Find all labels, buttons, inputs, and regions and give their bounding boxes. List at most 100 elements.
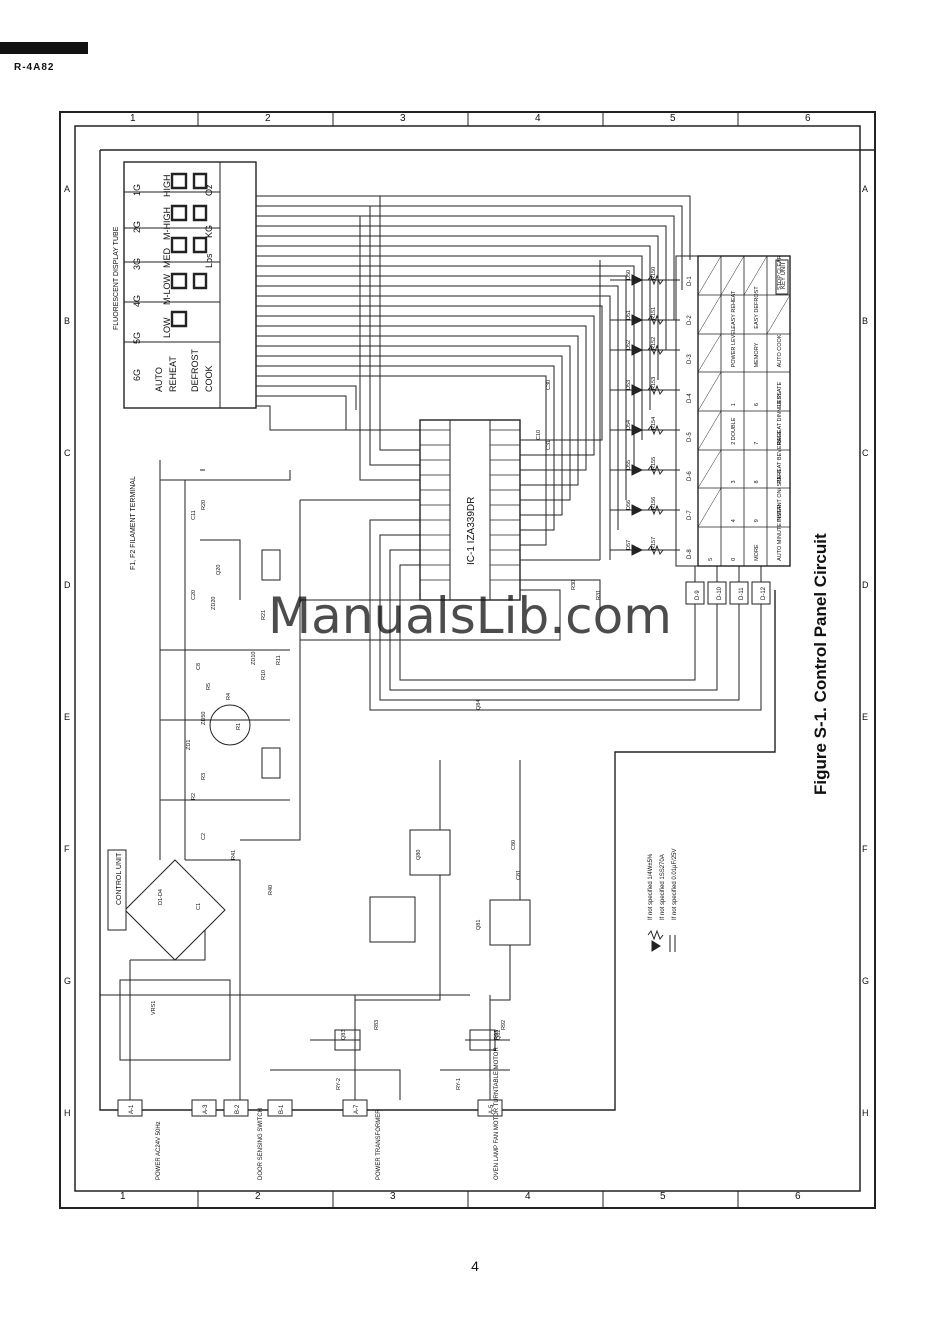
component-ZD50: ZD50 (201, 712, 207, 725)
key-2-3: AUTO COOK (777, 334, 783, 367)
key-4-3: REHEAT DINNER PLATE (777, 382, 783, 445)
return-line-D-11: D-11 (739, 587, 745, 600)
key-4-2: 7 (754, 442, 760, 445)
component-R2: R2 (191, 793, 197, 800)
power-supply (124, 460, 420, 1100)
misc-text: R150R151R152R153R154R155R156R157D50D51D5… (151, 267, 657, 1090)
grid-row-right-H: H (862, 1108, 869, 1118)
ic-1 (419, 419, 521, 601)
drive-line-D-6: D-6 (687, 471, 693, 481)
ic-label: IC-1 IZA339DR (466, 497, 477, 565)
display-segment-4: LOW (162, 317, 172, 338)
component-R150: R150 (651, 267, 657, 280)
component-D50: D50 (626, 270, 632, 280)
grid-col-top-5: 5 (670, 113, 676, 124)
grid-col-top-3: 3 (400, 113, 406, 124)
key-1-2: EASY DEFROST (754, 286, 760, 329)
connector-A-3: A-3 (203, 1104, 209, 1114)
component-D57: D57 (626, 540, 632, 550)
display-segment-6: REHEAT (168, 356, 178, 392)
drive-line-D-4: D-4 (687, 393, 693, 403)
connectors (117, 1099, 503, 1117)
grid-row-right-C: C (862, 448, 869, 458)
display-segment-10: KG (204, 225, 214, 238)
component-Q80: Q80 (416, 850, 422, 860)
component-D1-D4: D1-D4 (158, 889, 164, 905)
key-4-1: 2 DOUBLE (731, 417, 737, 445)
component-R41: R41 (231, 850, 237, 860)
connector-A-1: A-1 (129, 1104, 135, 1114)
key-2-1: POWER LEVEL (731, 328, 737, 367)
grid-row-right-B: B (862, 316, 868, 326)
grid-col-bottom-5: 5 (660, 1191, 666, 1202)
component-C30: C30 (546, 380, 552, 390)
connector-label-0: POWER AC24V 50Hz (156, 1121, 162, 1180)
key-unit-label: KEY UNIT (781, 261, 787, 289)
control-unit-outline (99, 125, 876, 1111)
component-ZD20: ZD20 (211, 597, 217, 610)
grid-row-right-D: D (862, 580, 869, 590)
display-segment-11: Lbs (204, 253, 214, 268)
connector-A-5: A-5 (489, 1104, 495, 1114)
component-D55: D55 (626, 460, 632, 470)
component-ZD1: ZD1 (186, 740, 192, 750)
grid-row-left-E: E (64, 712, 70, 722)
key-7-3: AUTO MINUTE TIMER (777, 505, 783, 561)
key-drive-network (520, 260, 680, 561)
display-segment-7: DEFROST (190, 348, 200, 392)
component-ZD10: ZD10 (251, 652, 257, 665)
component-R11: R11 (276, 655, 282, 665)
component-R30: R30 (571, 580, 577, 590)
header-bar (0, 42, 88, 54)
key-3-2: 6 (754, 403, 760, 406)
key-0-3: STOP CLEAR (777, 255, 783, 290)
component-D51: D51 (626, 310, 632, 320)
drive-line-D-7: D-7 (687, 510, 693, 520)
key-3-3: LESS (777, 392, 783, 406)
relay-drivers (100, 760, 531, 1100)
component-Q82: Q82 (496, 1030, 502, 1040)
component-C10: C10 (536, 430, 542, 440)
legend-1: If not specified 1SS270A (660, 854, 666, 920)
watermark: ManualsLib.com (268, 587, 672, 645)
component-D54: D54 (626, 420, 632, 430)
legend-symbols (647, 929, 676, 952)
component-R155: R155 (651, 457, 657, 470)
legend-2: If not specified 0.01μF/25V (672, 849, 678, 921)
return-line-D-12: D-12 (761, 586, 767, 600)
component-Q81: Q81 (476, 920, 482, 930)
component-C1: C1 (196, 903, 202, 910)
display-grid-4G: 4G (132, 295, 142, 307)
component-R20: R20 (201, 500, 207, 510)
display-segment-3: M-LOW (162, 274, 172, 306)
component-C8: C8 (196, 663, 202, 670)
control-unit-label: CONTROL UNIT (116, 852, 123, 905)
component-RY-2: RY-2 (336, 1078, 342, 1090)
key-3-1: 1 (731, 403, 737, 406)
key-6-3: INSTANT ON/ START (777, 468, 783, 522)
drive-line-D-5: D-5 (687, 432, 693, 442)
component-R153: R153 (651, 377, 657, 390)
display-segment-2: MED (162, 248, 172, 269)
control-unit-label-box (107, 849, 127, 931)
grid-col-bottom-6: 6 (795, 1191, 801, 1202)
display-segment-9: Oz (204, 184, 214, 196)
component-Q84: Q84 (476, 700, 482, 710)
return-lines (300, 519, 762, 711)
component-C11: C11 (191, 510, 197, 520)
legend-text: If not specified 1/4W±5% If not specified… (648, 849, 678, 921)
display-segment-5: AUTO (154, 367, 164, 392)
component-R4: R4 (226, 693, 232, 700)
grid-col-bottom-3: 3 (390, 1191, 396, 1202)
return-line-D-10: D-10 (717, 586, 723, 600)
key-5-1: 3 (731, 480, 737, 483)
grid-row-left-A: A (64, 184, 70, 194)
grid-col-top-1: 1 (130, 113, 136, 124)
component-VRS1: VRS1 (151, 1001, 157, 1015)
grid-row-left-H: H (64, 1108, 71, 1118)
legend-0: If not specified 1/4W±5% (648, 853, 654, 920)
